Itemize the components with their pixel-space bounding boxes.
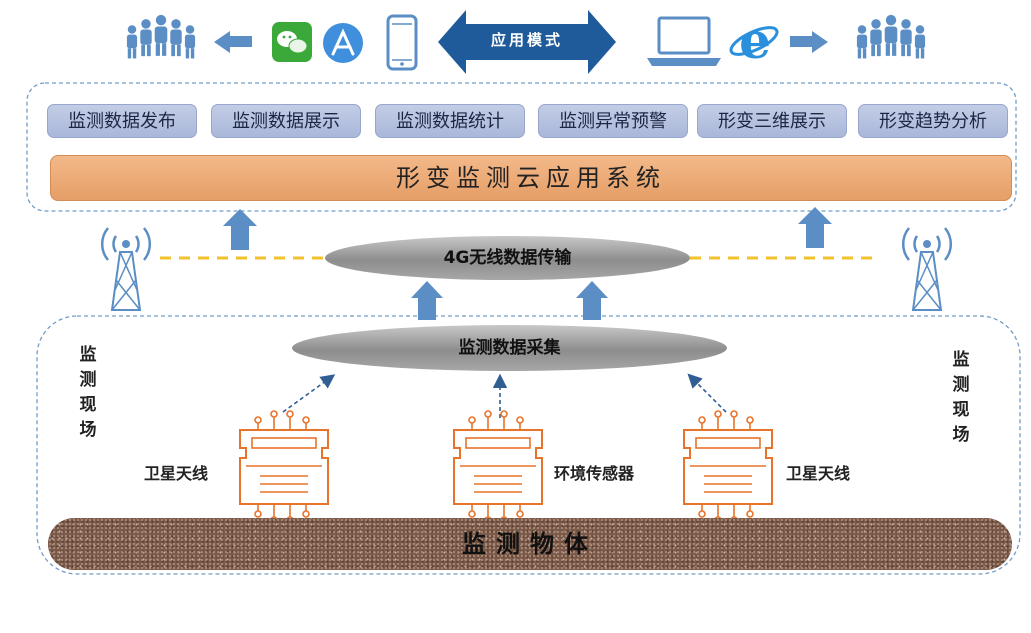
arrow-left-icon (214, 31, 252, 53)
sensor-label: 卫星天线 (144, 464, 209, 483)
collection-node: 监测数据采集 (292, 325, 727, 371)
ie-browser-icon: e (729, 11, 779, 70)
function-trend: 形变趋势分析 (858, 104, 1008, 138)
up-arrow-icon (576, 281, 608, 320)
function-statistics: 监测数据统计 (375, 104, 525, 138)
up-arrow-icon (411, 281, 443, 320)
app-store-icon (323, 23, 363, 63)
signal-tower-icon (101, 227, 151, 311)
double-arrow-icon (438, 10, 616, 74)
sensor-chip-icon (683, 410, 773, 524)
sensor-label: 环境传感器 (554, 464, 635, 483)
site-label-right: 监测现场 (952, 350, 970, 445)
sensor-label: 卫星天线 (786, 464, 851, 483)
up-arrow-icon (798, 207, 832, 248)
function-display: 监测数据展示 (211, 104, 361, 138)
sensor-chip-icon (453, 410, 543, 524)
users-group-icon (126, 14, 196, 59)
wechat-icon (272, 22, 312, 62)
site-region-border (36, 315, 1021, 575)
svg-text:e: e (739, 11, 771, 70)
signal-tower-icon (902, 227, 952, 311)
data-flow-arrow (687, 373, 727, 413)
smartphone-icon (386, 14, 418, 71)
laptop-icon (647, 16, 721, 66)
function-publish: 监测数据发布 (47, 104, 197, 138)
users-group-icon (856, 14, 926, 59)
mode-label: 应用模式 (490, 31, 563, 49)
transmission-node: 4G无线数据传输 (325, 236, 690, 280)
monitored-object: 监测物体 (48, 518, 1012, 570)
site-label-left: 监测现场 (79, 345, 97, 440)
up-arrow-icon (223, 209, 257, 250)
data-flow-arrow (282, 374, 336, 413)
cloud-region-border (26, 82, 1017, 212)
arrow-right-icon (790, 31, 828, 53)
cloud-system-bar: 形变监测云应用系统 (50, 155, 1012, 201)
sensor-chip-icon (239, 410, 329, 524)
function-3d-display: 形变三维展示 (697, 104, 847, 138)
function-alert: 监测异常预警 (538, 104, 688, 138)
